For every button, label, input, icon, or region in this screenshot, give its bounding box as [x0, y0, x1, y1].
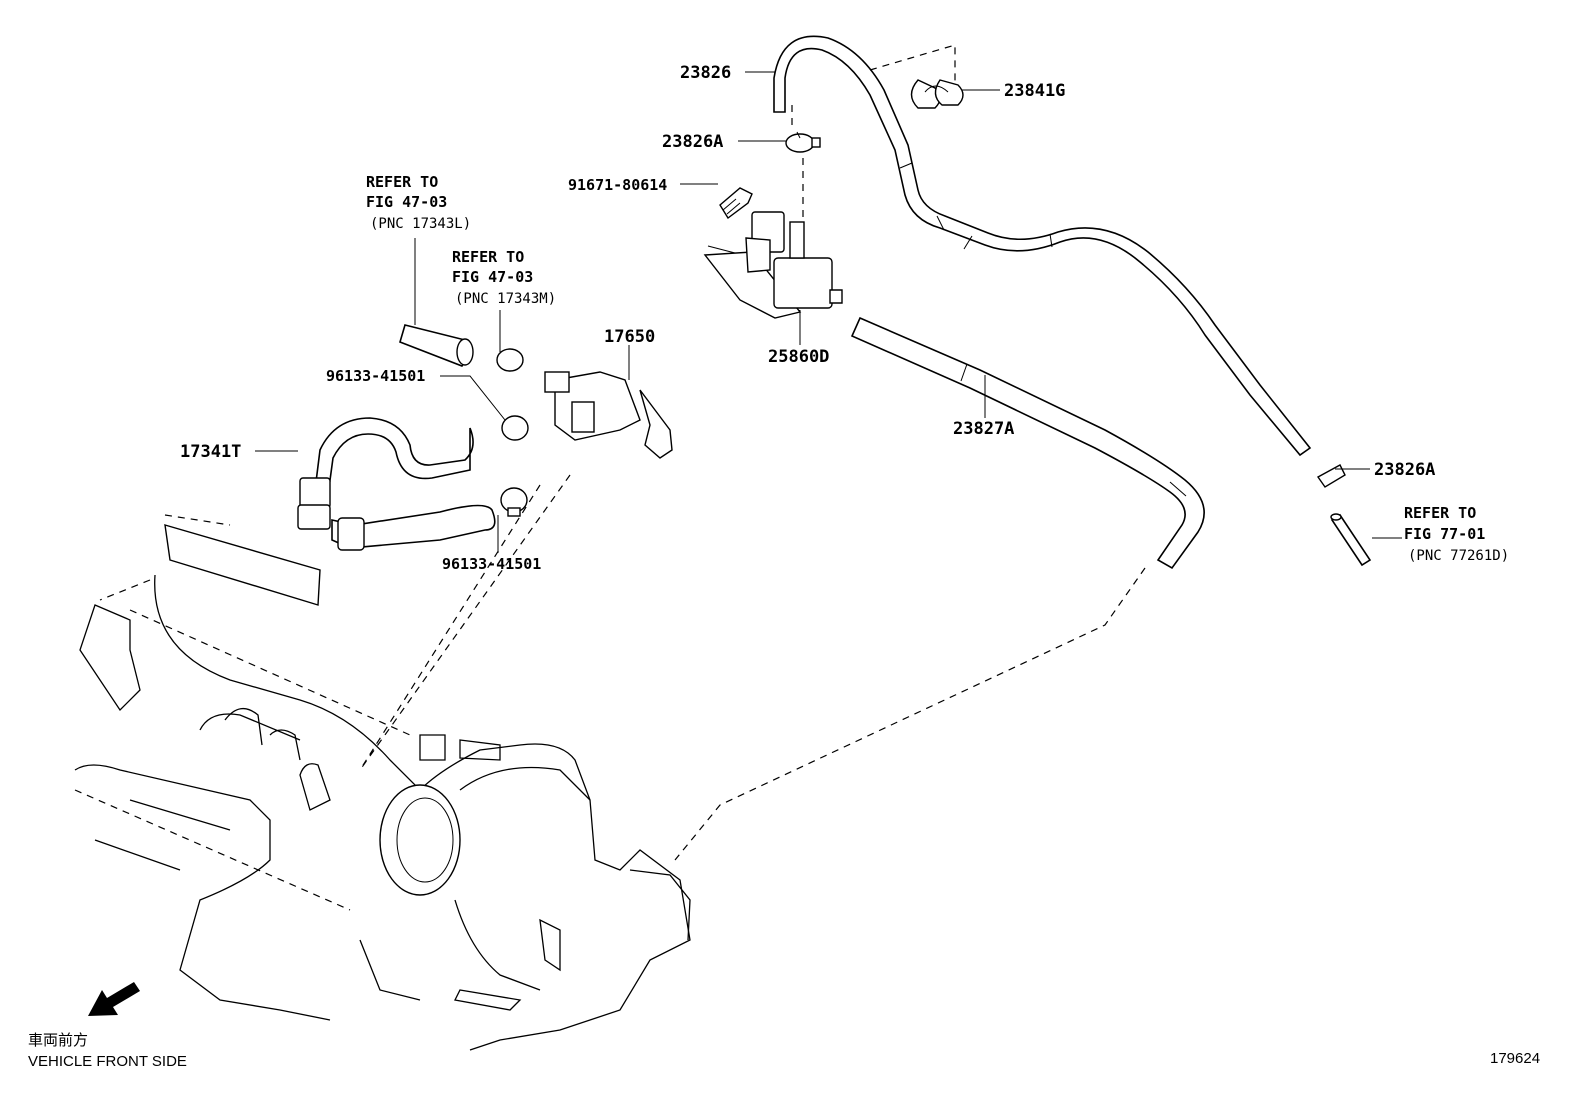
clamp-23826a-top[interactable]: [785, 131, 821, 153]
refer-note-17343l: REFER TO FIG 47-03 (PNC 17343L): [366, 173, 471, 232]
label-17341t: 17341T: [180, 442, 241, 462]
vehicle-front-label-en: VEHICLE FRONT SIDE: [28, 1053, 187, 1070]
leader-lines: [255, 71, 1402, 553]
label-23826a-right: 23826A: [1374, 460, 1435, 480]
label-91671-80614: 91671-80614: [568, 176, 667, 194]
bolt-91671[interactable]: [719, 187, 753, 220]
svg-text:REFER TO: REFER TO: [452, 248, 524, 266]
hose-23827a[interactable]: [850, 316, 1205, 570]
valve-17650[interactable]: [544, 371, 673, 459]
clamp-23826a-right[interactable]: [1316, 464, 1346, 488]
dashed-ref-engine-right: [674, 567, 1146, 861]
label-25860d: 25860D: [768, 347, 829, 367]
tube-77261d[interactable]: [1330, 513, 1372, 567]
label-23826: 23826: [680, 63, 731, 83]
refer-note-17343m: REFER TO FIG 47-03 (PNC 17343M): [452, 248, 556, 307]
vehicle-front-arrow-icon: [88, 982, 140, 1016]
vsv-25860d[interactable]: [703, 211, 843, 319]
hose-23826[interactable]: [773, 35, 1312, 457]
clamp-96133-bottom[interactable]: [500, 487, 528, 517]
refer-note-77261d: REFER TO FIG 77-01 (PNC 77261D): [1404, 504, 1509, 564]
engine-intake-manifold: [74, 514, 691, 1051]
label-23827a: 23827A: [953, 419, 1014, 439]
figure-id: 179624: [1490, 1050, 1540, 1067]
svg-text:(PNC 17343M): (PNC 17343M): [455, 291, 556, 307]
svg-text:FIG 47-03: FIG 47-03: [366, 193, 447, 211]
svg-text:(PNC 77261D): (PNC 77261D): [1408, 548, 1509, 564]
svg-text:REFER TO: REFER TO: [366, 173, 438, 191]
svg-text:REFER TO: REFER TO: [1404, 504, 1476, 522]
svg-text:FIG 47-03: FIG 47-03: [452, 268, 533, 286]
hose-17343l[interactable]: [399, 324, 474, 367]
hose-17341t[interactable]: [297, 417, 496, 551]
label-96133-41501-bottom: 96133-41501: [442, 555, 541, 573]
dashed-ref-engine-left: [359, 474, 571, 771]
label-17650: 17650: [604, 327, 655, 347]
svg-text:(PNC 17343L): (PNC 17343L): [370, 216, 471, 232]
label-96133-41501-top: 96133-41501: [326, 367, 425, 385]
dashed-ref-23826A: [791, 105, 804, 235]
label-23841g: 23841G: [1004, 81, 1065, 101]
clip-23841g[interactable]: [910, 79, 964, 109]
dashed-ref-23841G: [869, 44, 956, 95]
label-23826a-top: 23826A: [662, 132, 723, 152]
svg-text:FIG 77-01: FIG 77-01: [1404, 525, 1485, 543]
clamp-96133-top[interactable]: [496, 348, 529, 441]
vehicle-front-label-jp: 車両前方: [28, 1032, 88, 1049]
